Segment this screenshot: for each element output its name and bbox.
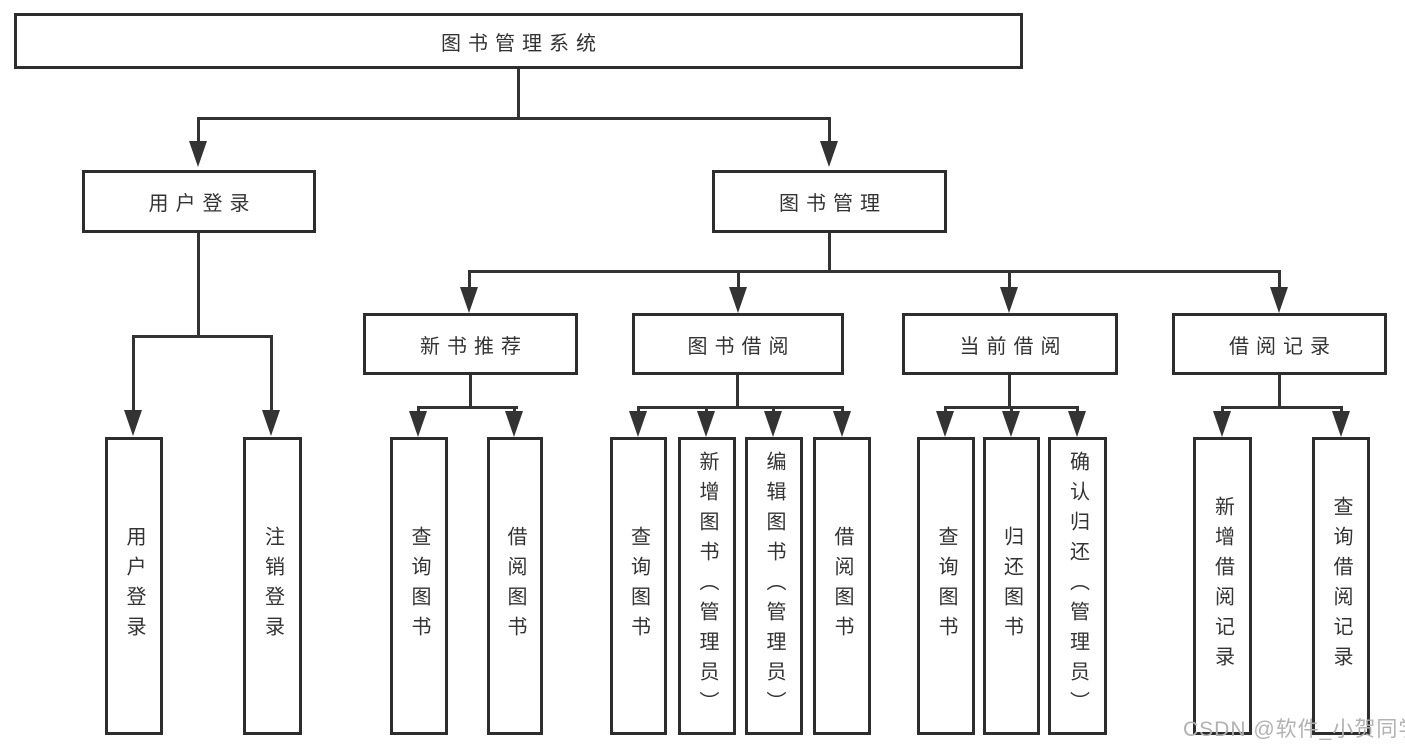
arrowhead-icon (262, 410, 280, 436)
arrowhead-icon (1213, 411, 1231, 437)
connector-line (197, 117, 831, 120)
connector-line (1221, 406, 1343, 409)
connector-line (772, 406, 775, 411)
node-root: 图书管理系统 (14, 13, 1023, 69)
connector-line (132, 335, 135, 411)
leaf-borrow-add-book-admin: 新增图书（管理员） (678, 437, 736, 735)
connector-line (513, 406, 516, 411)
leaf-current-confirm-return-admin: 确认归还（管理员） (1048, 437, 1107, 735)
node-user-login: 用户登录 (82, 170, 316, 233)
connector-line (828, 233, 831, 270)
leaf-current-confirm-return-admin-label: 确认归还（管理员） (1066, 451, 1089, 721)
leaf-logout-login-label: 注销登录 (261, 526, 284, 646)
leaf-current-query-book: 查询图书 (917, 437, 975, 735)
node-root-label: 图书管理系统 (441, 32, 603, 55)
connector-line (469, 375, 472, 406)
arrowhead-icon (729, 287, 747, 313)
leaf-user-login-label: 用户登录 (123, 526, 145, 646)
connector-line (637, 406, 844, 409)
connector-line (1008, 270, 1011, 287)
leaf-current-return-book-label: 归还图书 (1000, 526, 1023, 646)
leaf-borrow-edit-book-admin: 编辑图书（管理员） (745, 437, 803, 735)
leaf-recommend-query-book-label: 查询图书 (408, 526, 430, 646)
arrowhead-icon (697, 411, 715, 437)
node-new-book-recommend-label: 新书推荐 (420, 335, 528, 358)
leaf-current-return-book: 归还图书 (983, 437, 1040, 735)
connector-line (468, 270, 1281, 273)
leaf-record-query-borrow-record-label: 查询借阅记录 (1330, 496, 1352, 676)
node-user-login-label: 用户登录 (148, 193, 257, 215)
connector-line (1010, 406, 1013, 411)
leaf-borrow-borrow-book-label: 借阅图书 (831, 526, 853, 646)
arrowhead-icon (764, 411, 782, 437)
leaf-record-query-borrow-record: 查询借阅记录 (1312, 437, 1370, 735)
connector-line (736, 375, 739, 406)
node-book-borrow: 图书借阅 (632, 313, 844, 375)
leaf-borrow-query-book: 查询图书 (610, 437, 667, 735)
leaf-current-query-book-label: 查询图书 (935, 526, 957, 646)
node-new-book-recommend: 新书推荐 (363, 313, 578, 375)
connector-line (417, 406, 518, 409)
connector-line (828, 117, 831, 142)
leaf-borrow-borrow-book: 借阅图书 (813, 437, 871, 735)
connector-line (1340, 406, 1343, 411)
node-borrow-record-label: 借阅记录 (1229, 335, 1337, 358)
connector-line (417, 406, 420, 411)
node-book-management-label: 图书管理 (779, 193, 887, 215)
connector-line (1278, 375, 1281, 406)
arrowhead-icon (409, 411, 427, 437)
connector-line (1008, 375, 1011, 406)
leaf-logout-login: 注销登录 (243, 437, 302, 735)
arrowhead-icon (1332, 411, 1350, 437)
connector-line (270, 335, 273, 411)
node-current-borrow-label: 当前借阅 (959, 335, 1068, 358)
arrowhead-icon (1068, 411, 1086, 437)
connector-line (517, 69, 520, 117)
node-book-management: 图书管理 (712, 170, 947, 233)
arrowhead-icon (833, 411, 851, 437)
arrowhead-icon (936, 411, 954, 437)
connector-line (944, 406, 947, 411)
arrowhead-icon (1000, 287, 1018, 313)
connector-line (1278, 270, 1281, 287)
leaf-borrow-add-book-admin-label: 新增图书（管理员） (696, 451, 718, 721)
connector-line (705, 406, 708, 411)
arrowhead-icon (1002, 411, 1020, 437)
arrowhead-icon (505, 411, 523, 437)
leaf-recommend-query-book: 查询图书 (390, 437, 448, 735)
connector-line (468, 270, 471, 287)
leaf-borrow-query-book-label: 查询图书 (627, 526, 650, 646)
leaf-borrow-edit-book-admin-label: 编辑图书（管理员） (763, 451, 785, 721)
leaf-record-add-borrow-record: 新增借阅记录 (1193, 437, 1252, 735)
leaf-recommend-borrow-book-label: 借阅图书 (504, 526, 526, 646)
leaf-record-add-borrow-record-label: 新增借阅记录 (1211, 496, 1234, 676)
arrowhead-icon (1270, 287, 1288, 313)
leaf-recommend-borrow-book: 借阅图书 (487, 437, 543, 735)
connector-line (197, 117, 200, 142)
node-current-borrow: 当前借阅 (902, 313, 1118, 375)
connector-line (1221, 406, 1224, 411)
connector-line (132, 335, 273, 338)
connector-line (1076, 406, 1079, 411)
arrowhead-icon (124, 410, 142, 436)
watermark-text: CSDN @软件_小贺同学 (1183, 718, 1405, 741)
leaf-user-login: 用户登录 (105, 437, 163, 735)
arrowhead-icon (820, 141, 838, 167)
node-book-borrow-label: 图书借阅 (687, 335, 796, 358)
arrowhead-icon (189, 141, 207, 167)
connector-line (197, 233, 200, 335)
connector-line (737, 270, 740, 287)
connector-line (841, 406, 844, 411)
arrowhead-icon (460, 287, 478, 313)
connector-line (637, 406, 640, 411)
arrowhead-icon (629, 411, 647, 437)
node-borrow-record: 借阅记录 (1172, 313, 1387, 375)
